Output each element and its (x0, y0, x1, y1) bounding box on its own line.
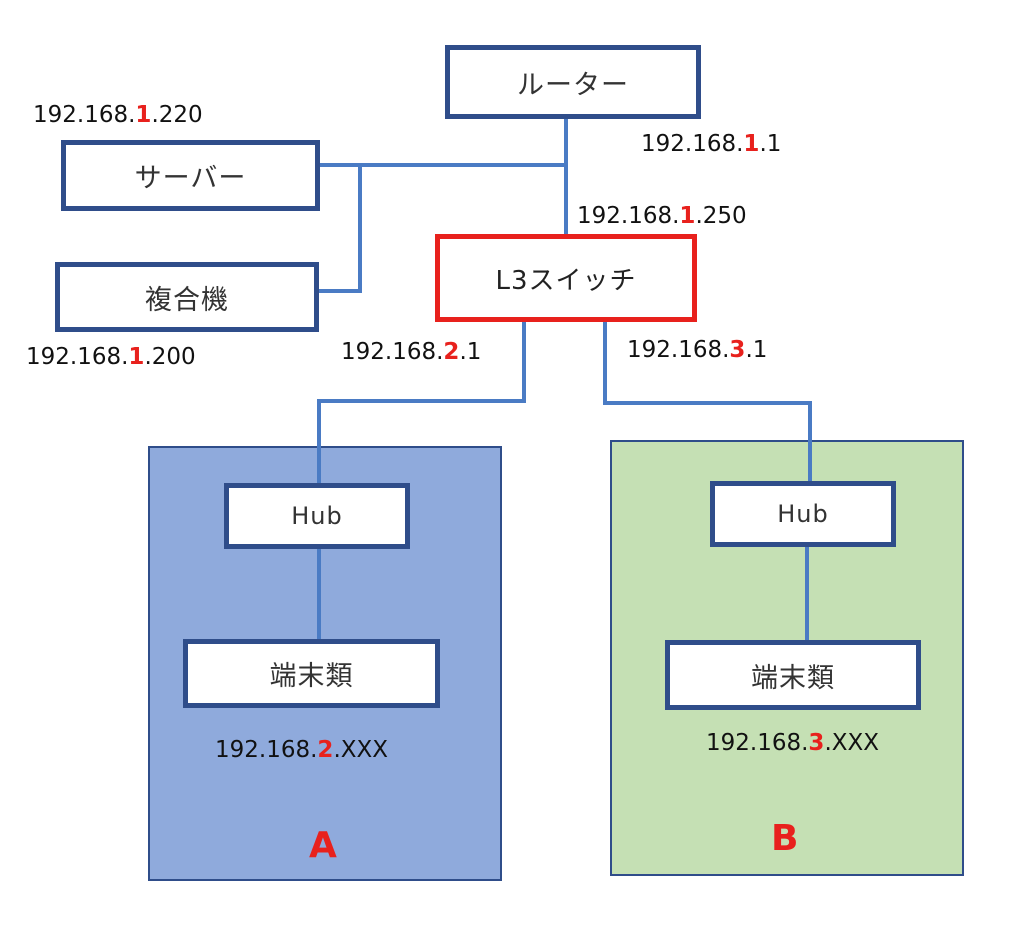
l3-switch-box: L3スイッチ (435, 234, 697, 322)
hub-b-box: Hub (710, 481, 896, 547)
hub-a-label: Hub (291, 502, 343, 530)
mfp-label: 複合機 (145, 284, 229, 316)
ip-l3-port-a: 192.168.2.1 (341, 339, 482, 365)
router-label: ルーター (517, 69, 629, 101)
terminals-b-box: 端末類 (665, 640, 921, 710)
zone-b-label: B (771, 818, 799, 859)
server-label: サーバー (134, 163, 247, 194)
server-box: サーバー (61, 140, 320, 211)
ip-l3-port-b: 192.168.3.1 (627, 337, 768, 363)
l3-switch-label: L3スイッチ (495, 265, 637, 296)
ip-terminals-b: 192.168.3.XXX (706, 730, 880, 756)
router-box: ルーター (445, 45, 701, 119)
terminals-a-label: 端末類 (269, 661, 354, 692)
ip-terminals-a: 192.168.2.XXX (215, 737, 389, 763)
ip-l3-uplink: 192.168.1.250 (577, 203, 747, 229)
link-mfp (319, 165, 362, 293)
mfp-box: 複合機 (55, 262, 319, 332)
ip-mfp: 192.168.1.200 (26, 344, 196, 370)
link-l3-hub-a (317, 322, 526, 483)
hub-b-label: Hub (777, 500, 829, 528)
terminals-b-label: 端末類 (751, 662, 835, 694)
link-l3-hub-b (603, 322, 812, 481)
zone-a-label: A (309, 825, 337, 866)
terminals-a-box: 端末類 (183, 639, 440, 708)
ip-router: 192.168.1.1 (641, 131, 782, 157)
hub-a-box: Hub (224, 483, 410, 549)
ip-server: 192.168.1.220 (33, 102, 203, 128)
